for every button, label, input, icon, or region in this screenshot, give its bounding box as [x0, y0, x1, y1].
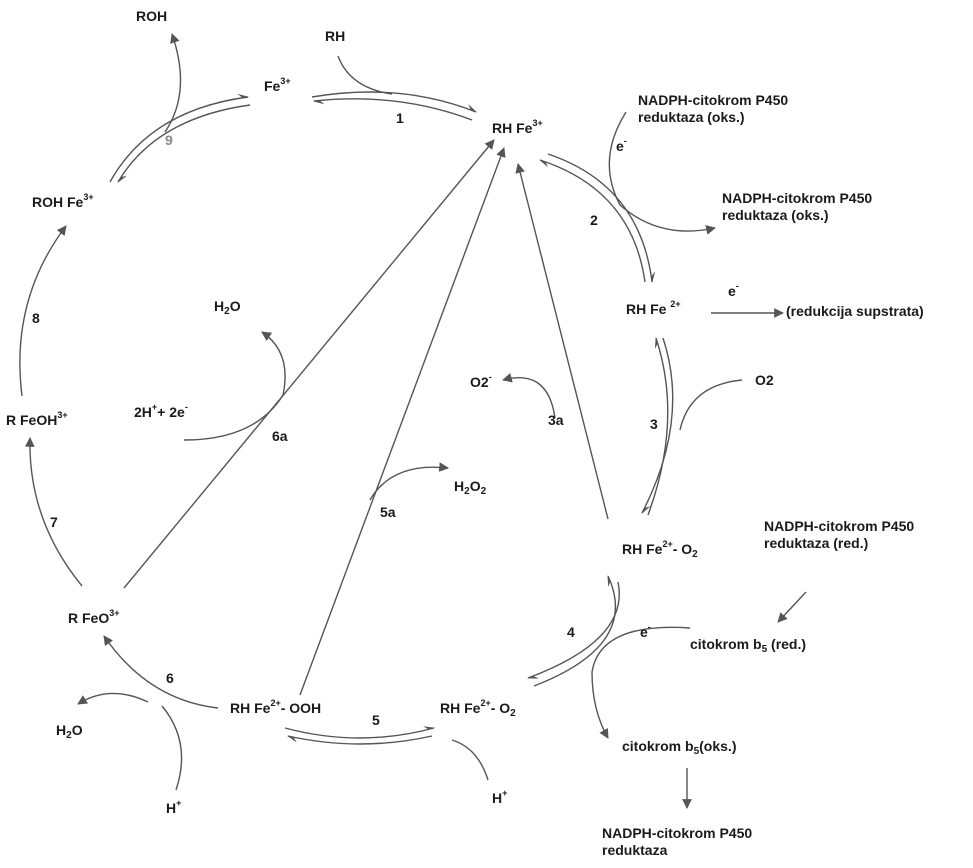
label-rh-fe2: RH Fe 2+ [626, 299, 681, 318]
label-roh-fe3: ROH Fe3+ [32, 192, 94, 211]
arrow-h-plus-right [451, 739, 489, 781]
label-rh: RH [325, 28, 346, 44]
label-h2o2: H2O2 [454, 478, 487, 497]
arrow-step2-forward [547, 153, 656, 284]
step-5: 5 [372, 712, 380, 728]
step-6: 6 [166, 670, 174, 686]
step-4: 4 [567, 624, 575, 640]
arrow-step1-forward [311, 91, 478, 113]
arrow-b5-red-to-ox [591, 626, 691, 739]
label-reductase-red: NADPH-citokrom P450 reduktaza (red.) [764, 518, 915, 551]
arrow-step1-reverse [312, 98, 473, 121]
label-substrate-reduction: (redukcija supstrata) [786, 303, 924, 319]
step-6a: 6a [272, 428, 288, 444]
arrow-step2-reverse [538, 159, 646, 283]
label-rh-fe2-o2-lower: RH Fe2+- O2 [440, 698, 516, 719]
arrow-step5a [299, 147, 506, 696]
label-roh: ROH [136, 8, 168, 24]
label-reductase-ox-1: NADPH-citokrom P450 reduktaza (oks.) [638, 92, 789, 125]
arrow-step5-forward [284, 726, 436, 739]
label-cytochrome-b5-red: citokrom b5 (red.) [690, 636, 807, 655]
arrow-step3a [515, 163, 609, 520]
arrow-step9-reverse [117, 104, 251, 183]
arrow-h2o2-out [369, 462, 449, 501]
arrow-h2o-out-bottom [77, 692, 149, 705]
label-cytochrome-b5-ox: citokrom b5(oks.) [622, 738, 737, 757]
label-2h-2e: 2H++ 2e- [134, 402, 188, 421]
arrow-o2-in [679, 379, 743, 431]
label-r-feo3: R FeO3+ [68, 608, 120, 627]
arrow-roh-out [164, 33, 182, 133]
arrow-step3-forward [641, 337, 674, 514]
arrow-step3-reverse [647, 336, 669, 516]
label-h2o-top: H2O [214, 298, 241, 317]
step-9: 9 [165, 132, 173, 148]
label-h2o-bottom: H2O [56, 722, 83, 741]
label-h-plus-right: H+ [492, 788, 508, 807]
label-r-feoh3: R FeOH3+ [6, 410, 68, 429]
step-7: 7 [50, 514, 58, 530]
label-e-minus-bottom: e- [640, 622, 651, 641]
label-fe3: Fe3+ [264, 76, 291, 95]
arrow-h2o-out-top [183, 331, 286, 441]
arrow-step9-forward [109, 93, 250, 183]
arrow-h-plus-left [161, 705, 183, 791]
arrow-superoxide-out [502, 372, 556, 419]
label-rh-fe2-o2-upper: RH Fe2+- O2 [622, 539, 698, 560]
label-e-minus-top: e- [616, 136, 627, 155]
arrow-rh-in [337, 55, 393, 95]
arrow-step7 [24, 437, 83, 587]
arrow-e-reductase-top [608, 111, 716, 235]
arrow-reductase-to-b5 [777, 591, 807, 623]
step-2: 2 [590, 212, 598, 228]
step-3: 3 [650, 416, 658, 432]
label-h-plus-left: H+ [166, 798, 182, 817]
label-rh-fe2-ooh: RH Fe2+- OOH [230, 698, 322, 717]
arrow-step6 [103, 635, 219, 709]
step-1: 1 [396, 110, 404, 126]
arrow-step6a [123, 139, 495, 589]
label-reductase-ox-2: NADPH-citokrom P450 reduktaza (oks.) [722, 190, 873, 223]
arrow-step4-forward [526, 581, 620, 679]
label-e-minus-right: e- [728, 281, 739, 300]
label-o2-radical: O2- [470, 372, 492, 391]
label-o2-in: O2 [755, 372, 774, 388]
step-3a: 3a [548, 412, 564, 428]
arrow-step4-reverse [533, 574, 617, 687]
label-rh-fe3: RH Fe3+ [492, 118, 543, 137]
label-reductase-final: NADPH-citokrom P450 reduktaza [602, 825, 753, 858]
step-8: 8 [32, 310, 40, 326]
step-5a: 5a [380, 504, 396, 520]
arrow-step5-reverse [286, 735, 433, 745]
arrow-step8 [19, 225, 67, 397]
